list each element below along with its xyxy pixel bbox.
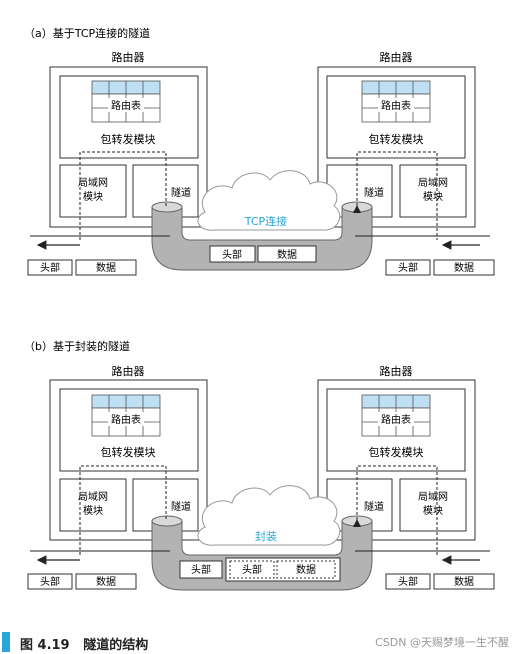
panel-b-title: （b）基于封装的隧道 — [24, 339, 130, 353]
figure-number: 图 4.19 — [20, 638, 70, 653]
route-table-grid: 路由表 — [361, 80, 431, 123]
panel-a: （a）基于TCP连接的隧道 路由器 路由表 包转发模块 局域网 模块 隧道 — [24, 26, 495, 276]
tunnel-module — [326, 478, 393, 532]
caption-accent — [2, 632, 10, 652]
packet-left-a: 头部 数据 — [27, 259, 137, 276]
watermark: CSDN @天赐梦境一生不醒 — [375, 636, 509, 649]
lan-module — [59, 164, 127, 218]
packet-right-a: 头部 数据 — [385, 259, 495, 276]
svg-text:数据: 数据 — [277, 248, 297, 261]
svg-text:局域网: 局域网 — [78, 176, 108, 189]
svg-text:包转发模块: 包转发模块 — [369, 132, 424, 146]
svg-text:头部: 头部 — [398, 261, 418, 274]
svg-text:路由器: 路由器 — [112, 364, 145, 378]
svg-text:模块: 模块 — [423, 191, 443, 203]
packet-right-b: 头部 数据 — [385, 573, 495, 590]
forward-module-label: 包转发模块 — [101, 132, 156, 146]
svg-text:头部: 头部 — [242, 563, 262, 576]
svg-text:包转发模块: 包转发模块 — [101, 445, 156, 459]
svg-text:路由器: 路由器 — [380, 50, 413, 64]
svg-text:路由表: 路由表 — [381, 413, 411, 426]
router-left-a: 路由器 路由表 包转发模块 局域网 模块 隧道 — [49, 50, 208, 228]
svg-text:模块: 模块 — [83, 191, 103, 203]
svg-text:隧道: 隧道 — [171, 500, 191, 513]
svg-text:局域网: 局域网 — [418, 490, 448, 503]
lan-module — [59, 478, 127, 532]
svg-text:局域网: 局域网 — [78, 490, 108, 503]
caption-bar — [0, 630, 523, 654]
svg-text:隧道: 隧道 — [171, 186, 191, 199]
svg-text:头部: 头部 — [398, 575, 418, 588]
svg-text:数据: 数据 — [454, 261, 474, 274]
svg-text:数据: 数据 — [96, 261, 116, 274]
router-left-b: 路由器 路由表 包转发模块 局域网 模块 隧道 — [49, 364, 208, 541]
router-right-a: 路由器 路由表 包转发模块 隧道 局域网 模块 — [317, 50, 476, 228]
lan-module — [399, 164, 467, 218]
svg-text:模块: 模块 — [423, 505, 443, 517]
route-table-label: 路由表 — [111, 99, 141, 112]
svg-text:局域网: 局域网 — [418, 176, 448, 189]
tunnel-pipe-b: 头部 头部 数据 — [151, 515, 373, 591]
figure-title: 隧道的结构 — [83, 638, 149, 653]
tunnel-pipe-a: 头部 数据 — [151, 201, 373, 271]
router-right-b: 路由器 路由表 包转发模块 隧道 局域网 模块 — [317, 364, 476, 541]
route-table-grid: 路由表 — [91, 394, 161, 437]
svg-text:隧道: 隧道 — [364, 186, 384, 199]
svg-text:包转发模块: 包转发模块 — [369, 445, 424, 459]
svg-text:模块: 模块 — [83, 505, 103, 517]
lan-module — [399, 478, 467, 532]
packet-left-b: 头部 数据 — [27, 573, 137, 590]
svg-text:路由表: 路由表 — [111, 413, 141, 426]
svg-text:头部: 头部 — [222, 248, 242, 261]
svg-text:路由表: 路由表 — [381, 99, 411, 112]
svg-text:头部: 头部 — [40, 261, 60, 274]
svg-text:数据: 数据 — [454, 575, 474, 588]
route-table-grid: 路由表 — [91, 80, 161, 123]
svg-text:数据: 数据 — [96, 575, 116, 588]
cloud-label: 封装 — [255, 529, 277, 543]
svg-text:隧道: 隧道 — [364, 500, 384, 513]
cloud-a: TCP连接 — [197, 170, 341, 231]
router-label: 路由器 — [112, 50, 145, 64]
svg-text:头部: 头部 — [40, 575, 60, 588]
cloud-b: 封装 — [197, 485, 341, 546]
panel-a-title: （a）基于TCP连接的隧道 — [24, 26, 150, 40]
cloud-label: TCP连接 — [244, 215, 287, 228]
svg-text:路由器: 路由器 — [380, 364, 413, 378]
route-table-grid: 路由表 — [361, 394, 431, 437]
svg-text:数据: 数据 — [296, 563, 316, 576]
panel-b: （b）基于封装的隧道 路由器 路由表 包转发模块 局域网 模块 隧道 — [24, 339, 495, 591]
figure-caption: 图 4.19 隧道的结构 — [20, 634, 148, 653]
svg-text:头部: 头部 — [191, 563, 211, 576]
